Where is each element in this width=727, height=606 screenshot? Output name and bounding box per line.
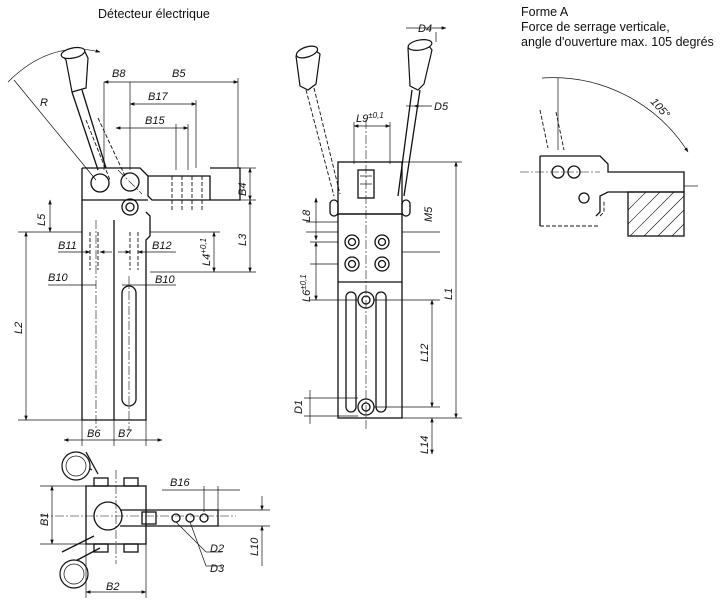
dim-r: R — [40, 97, 48, 109]
dim-b10-right: B10 — [155, 274, 175, 286]
dim-d1: D1 — [293, 400, 305, 414]
dim-b4: B4 — [237, 183, 249, 196]
dim-d4: D4 — [418, 23, 432, 35]
form-a-subtitle-2: angle d'ouverture max. 105 degrés — [521, 35, 714, 49]
dim-b6: B6 — [87, 428, 101, 440]
dim-b10-left: B10 — [48, 272, 68, 284]
dim-d5: D5 — [434, 101, 449, 113]
dim-b1: B1 — [39, 513, 51, 526]
dim-l4: L4+0,1 — [199, 238, 213, 266]
dim-l14: L14 — [419, 436, 431, 454]
handle-knob — [60, 46, 89, 93]
dim-l1: L1 — [443, 288, 455, 300]
form-a-subtitle-1: Force de serrage verticale, — [521, 20, 670, 34]
dim-l5: L5 — [36, 213, 48, 226]
dim-b5: B5 — [172, 68, 186, 80]
dim-d2: D2 — [210, 543, 224, 555]
dim-b8: B8 — [112, 68, 126, 80]
dim-b17: B17 — [148, 91, 168, 103]
dim-b12: B12 — [152, 240, 172, 252]
dim-l12: L12 — [419, 344, 431, 362]
dim-l9: L9±0,1 — [356, 111, 384, 125]
form-a-title: Forme A — [521, 5, 569, 19]
dim-b11: B11 — [58, 240, 77, 252]
dim-m5: M5 — [423, 206, 435, 222]
form-a-view — [520, 77, 698, 237]
front-view — [295, 26, 462, 455]
dim-b15: B15 — [145, 115, 165, 127]
dim-l10: L10 — [249, 537, 261, 556]
top-view — [40, 451, 270, 598]
dim-b16: B16 — [170, 477, 190, 489]
dim-d3: D3 — [210, 563, 225, 575]
dim-l2: L2 — [13, 322, 25, 334]
dim-l8: L8 — [301, 209, 313, 222]
dim-l6: L6±0,1 — [299, 274, 313, 302]
side-view — [7, 46, 256, 446]
left-view-title: Détecteur électrique — [98, 7, 210, 21]
dim-l3: L3 — [237, 233, 249, 246]
dim-b2: B2 — [106, 581, 119, 593]
dim-angle: 105° — [648, 96, 673, 121]
dim-b7: B7 — [118, 428, 132, 440]
